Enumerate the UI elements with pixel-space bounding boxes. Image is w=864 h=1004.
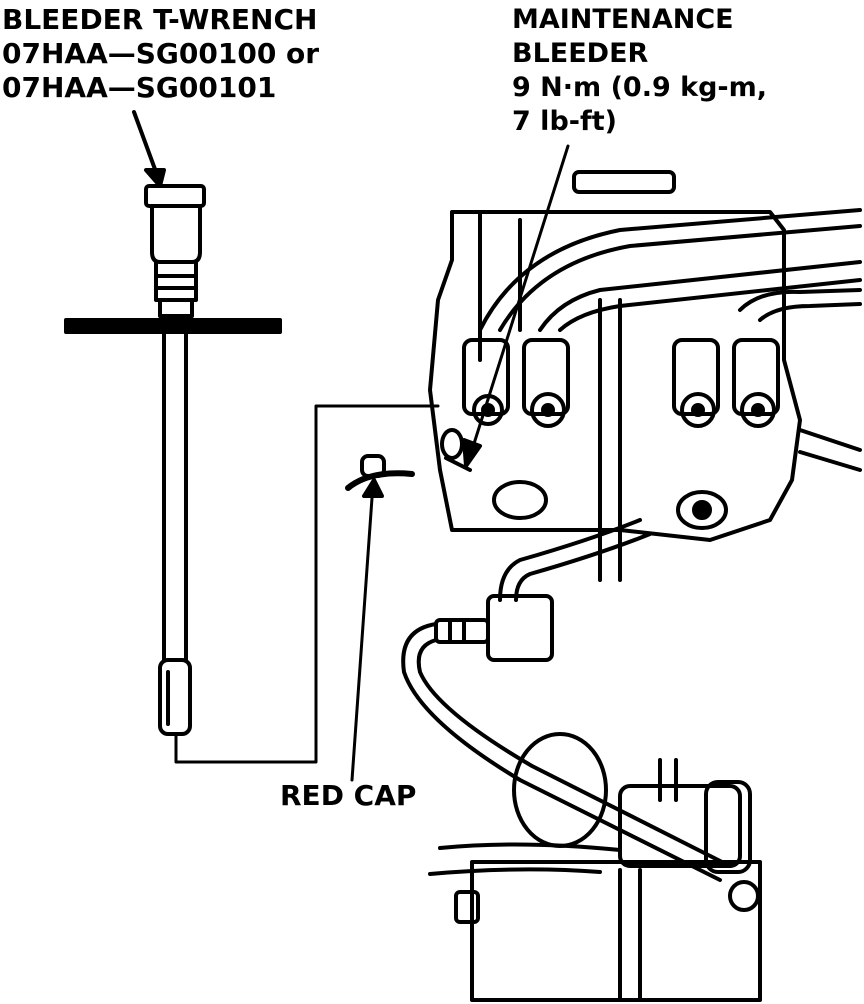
bleeder-hose-assembly xyxy=(401,594,760,912)
bleeder-torque-1: 9 N·m (0.9 kg-m, xyxy=(512,72,768,103)
red-cap-label: RED CAP xyxy=(280,779,417,812)
bleeder-pump xyxy=(428,732,762,1002)
tool-part-number-2: 07HAA—SG00101 xyxy=(2,71,277,104)
modulator-body xyxy=(428,170,862,602)
bleeder-title-2: BLEEDER xyxy=(512,38,649,69)
tool-callout: BLEEDER T-WRENCH 07HAA—SG00100 or 07HAA—… xyxy=(2,6,319,108)
bleeder-torque-2: 7 lb-ft) xyxy=(512,106,617,137)
bleeder-arrow xyxy=(462,144,570,468)
tool-name: BLEEDER T-WRENCH xyxy=(2,3,318,36)
tool-arrow xyxy=(132,110,166,188)
bleeder-t-wrench xyxy=(64,184,440,764)
tool-part-number-1: 07HAA—SG00100 or xyxy=(2,37,320,70)
bleeder-title-1: MAINTENANCE xyxy=(512,4,734,35)
maintenance-bleeder-callout: MAINTENANCE BLEEDER 9 N·m (0.9 kg-m, 7 l… xyxy=(512,6,767,142)
red-cap xyxy=(345,454,415,782)
